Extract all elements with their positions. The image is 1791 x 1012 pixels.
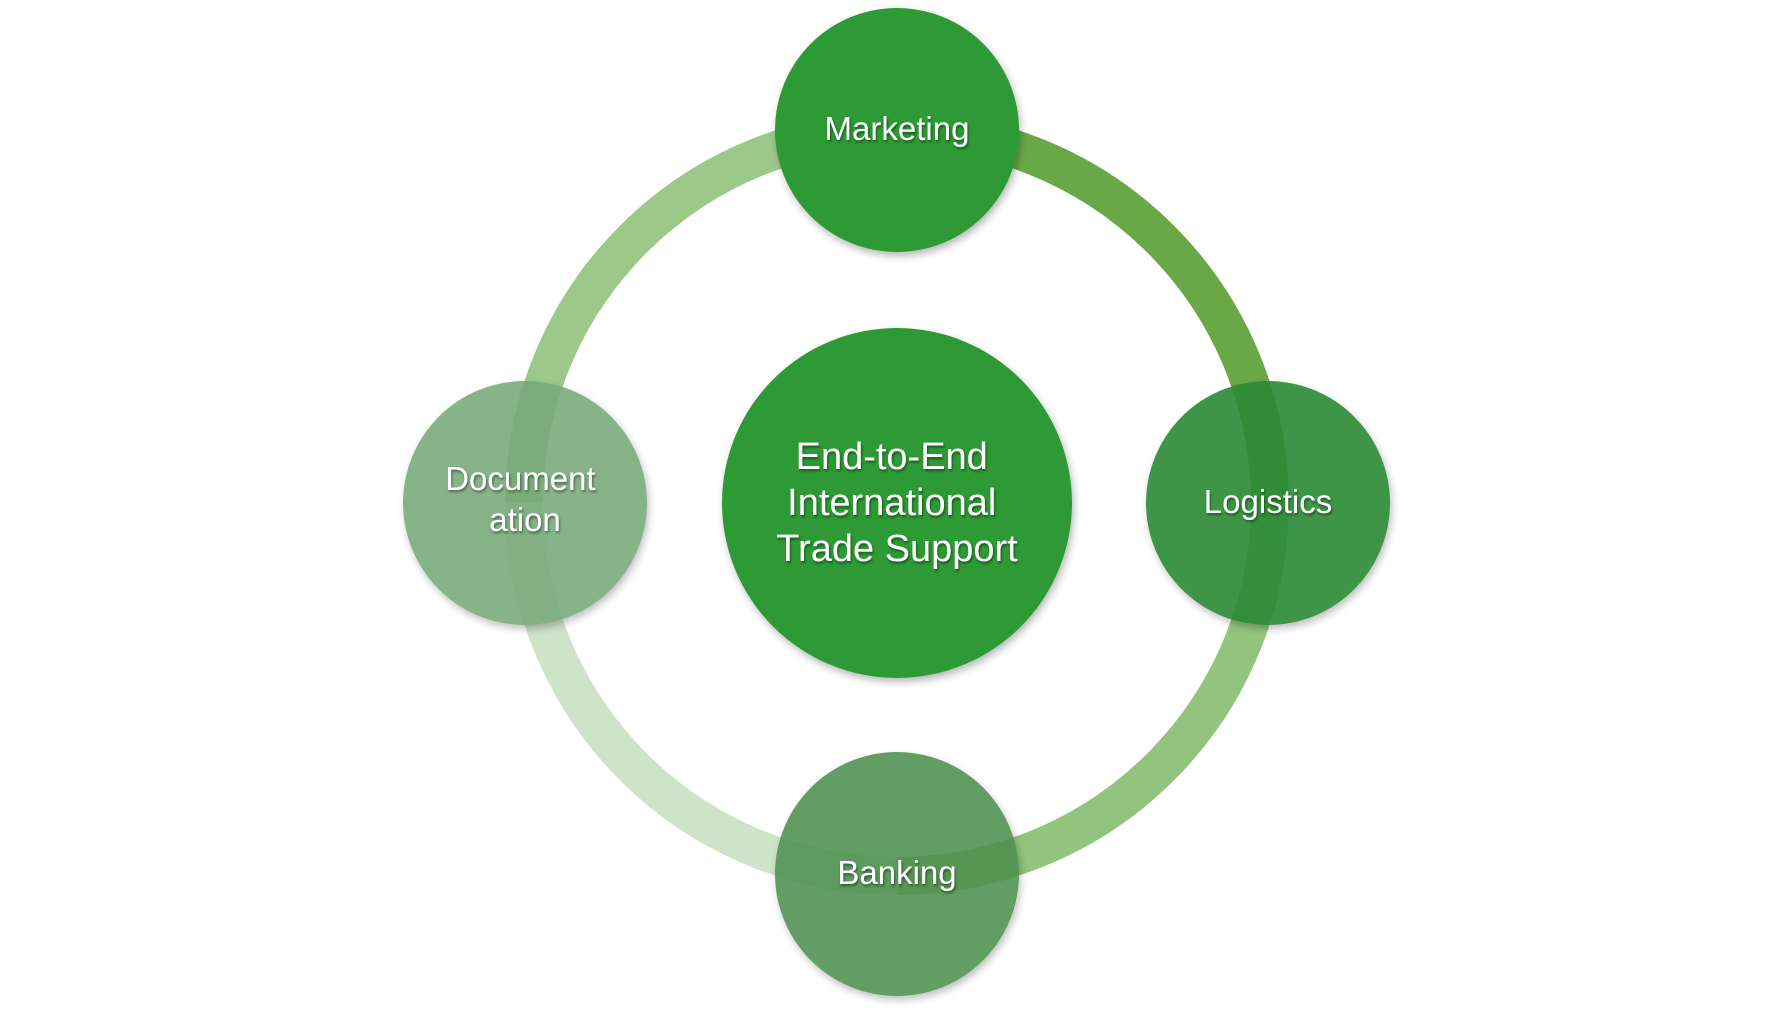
center-label-line-1: End-to-End: [796, 436, 988, 478]
center-label-line-3: Trade Support: [776, 528, 1018, 570]
node-marketing-label: Marketing: [825, 110, 970, 147]
node-documentation: Document ation: [403, 381, 647, 625]
node-banking-circle: [775, 752, 1019, 996]
node-documentation-label: Document ation: [445, 460, 605, 538]
logistics-label-line-1: Logistics: [1204, 483, 1332, 520]
documentation-label-line-1: Document: [445, 460, 595, 497]
center-node-label: End-to-End International Trade Support: [776, 436, 1018, 570]
center-node: End-to-End International Trade Support: [722, 328, 1072, 678]
node-banking: Banking: [775, 752, 1019, 996]
node-marketing: Marketing: [775, 8, 1019, 252]
center-label-line-2: International: [787, 482, 996, 524]
node-banking-label: Banking: [837, 854, 956, 891]
marketing-label-line-1: Marketing: [825, 110, 970, 147]
node-logistics-circle: [1146, 381, 1390, 625]
node-logistics: Logistics: [1146, 381, 1390, 625]
banking-label-line-1: Banking: [837, 854, 956, 891]
node-marketing-circle: [775, 8, 1019, 252]
center-node-circle: [722, 328, 1072, 678]
documentation-label-line-2: ation: [489, 501, 561, 538]
node-logistics-label: Logistics: [1204, 483, 1332, 520]
node-documentation-circle: [403, 381, 647, 625]
